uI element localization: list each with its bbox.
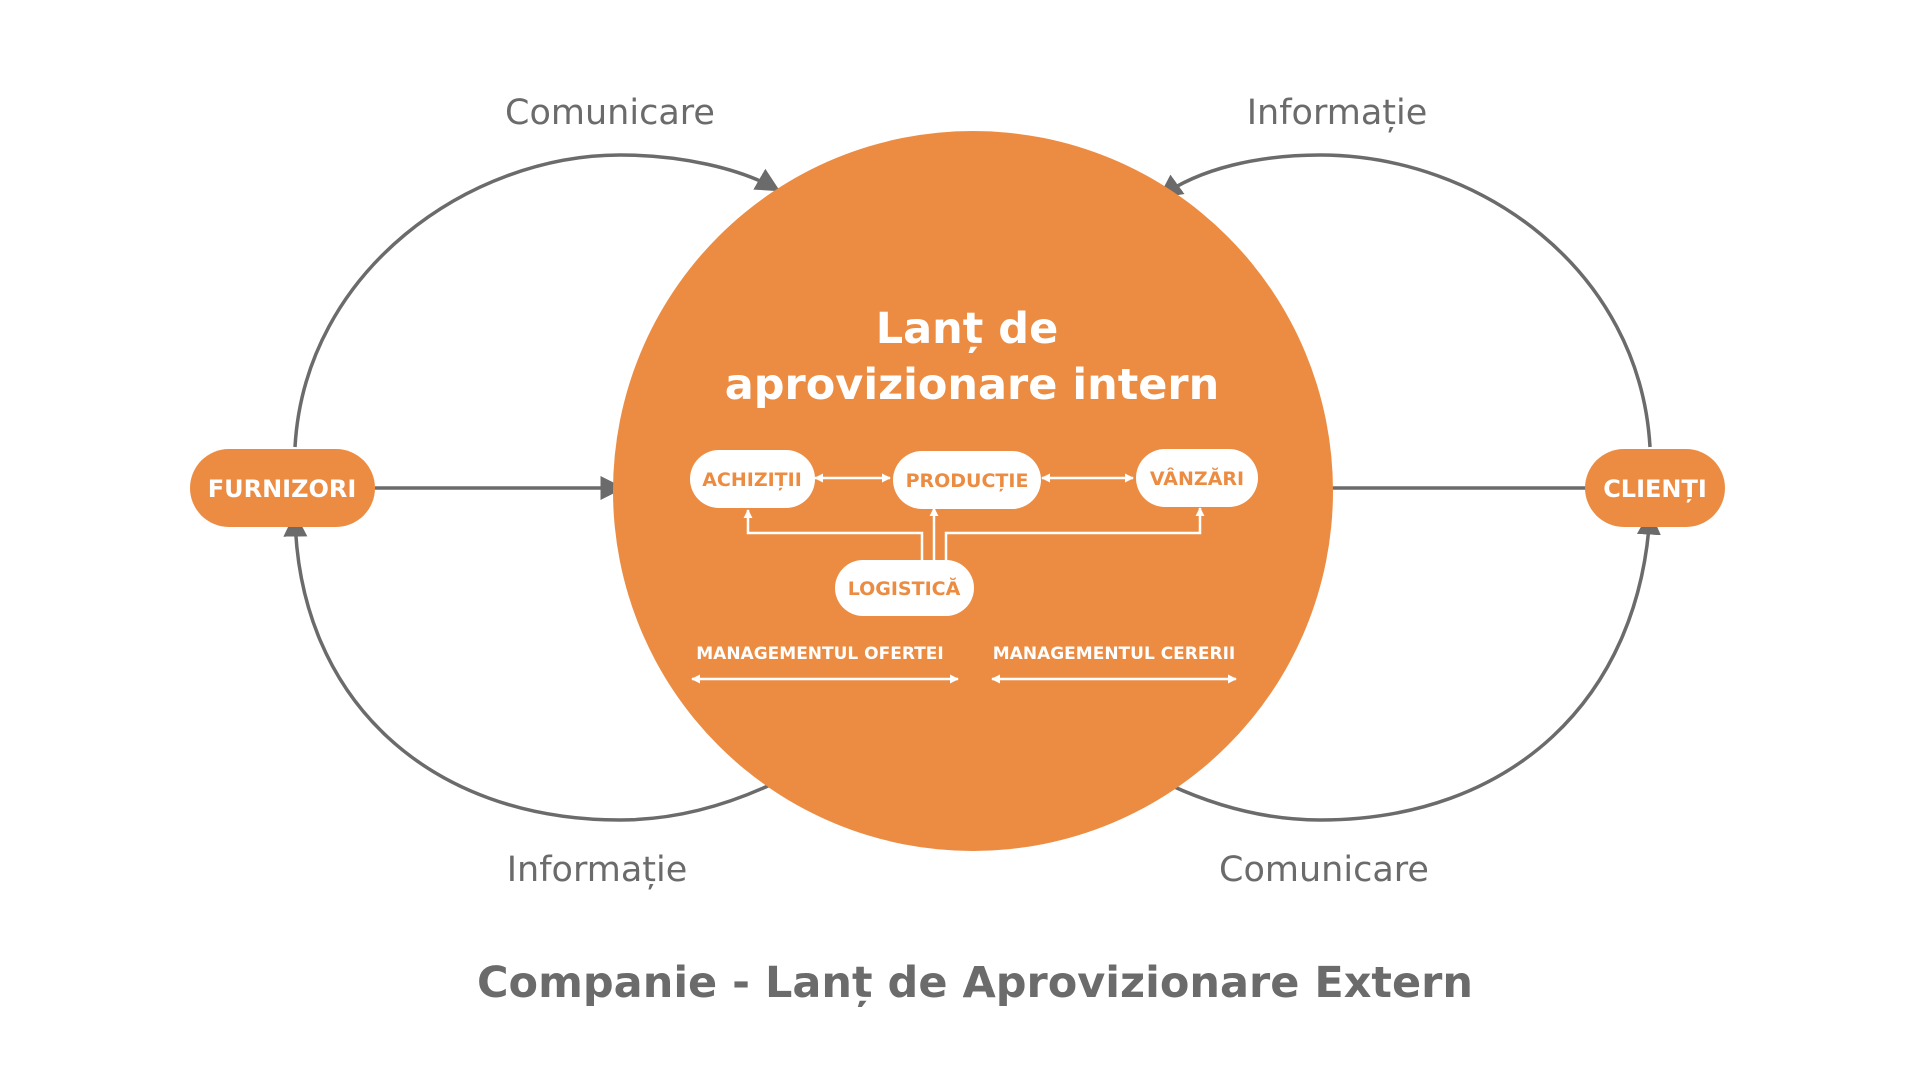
suppliers-node: FURNIZORI (190, 449, 375, 527)
diagram-caption: Companie - Lanț de Aprovizionare Extern (477, 958, 1473, 1008)
center-title-line1: Lanț de (876, 304, 1059, 354)
center-title-line2: aprovizionare intern (725, 360, 1219, 410)
top-left-label: Comunicare (505, 93, 715, 133)
logistics-pill: LOGISTICĂ (835, 560, 974, 616)
clients-label: CLIENȚI (1603, 475, 1707, 503)
demand-management-label: MANAGEMENTUL CERERII (993, 644, 1235, 664)
production-label: PRODUCȚIE (906, 470, 1029, 492)
logistics-to-sales-connector (944, 507, 1205, 560)
bottom-right-label: Comunicare (1219, 850, 1429, 890)
logistics-label: LOGISTICĂ (848, 576, 961, 600)
logistics-to-procurement-connector (743, 509, 924, 560)
right-loop-arc (1158, 153, 1652, 448)
left-loop-arc (293, 153, 781, 448)
procurement-pill: ACHIZIȚII (690, 450, 815, 508)
bottom-left-label: Informație (507, 850, 688, 890)
procurement-label: ACHIZIȚII (702, 469, 802, 491)
clients-node: CLIENȚI (1585, 449, 1725, 527)
supply-management-label: MANAGEMENTUL OFERTEI (696, 644, 943, 664)
sales-label: VÂNZĂRI (1150, 466, 1244, 490)
sales-pill: VÂNZĂRI (1136, 449, 1258, 507)
left-loop-lower-arc (283, 512, 771, 822)
production-pill: PRODUCȚIE (893, 451, 1041, 509)
top-right-label: Informație (1247, 93, 1428, 133)
suppliers-label: FURNIZORI (208, 475, 357, 503)
right-loop-lower-arc (1169, 510, 1661, 822)
